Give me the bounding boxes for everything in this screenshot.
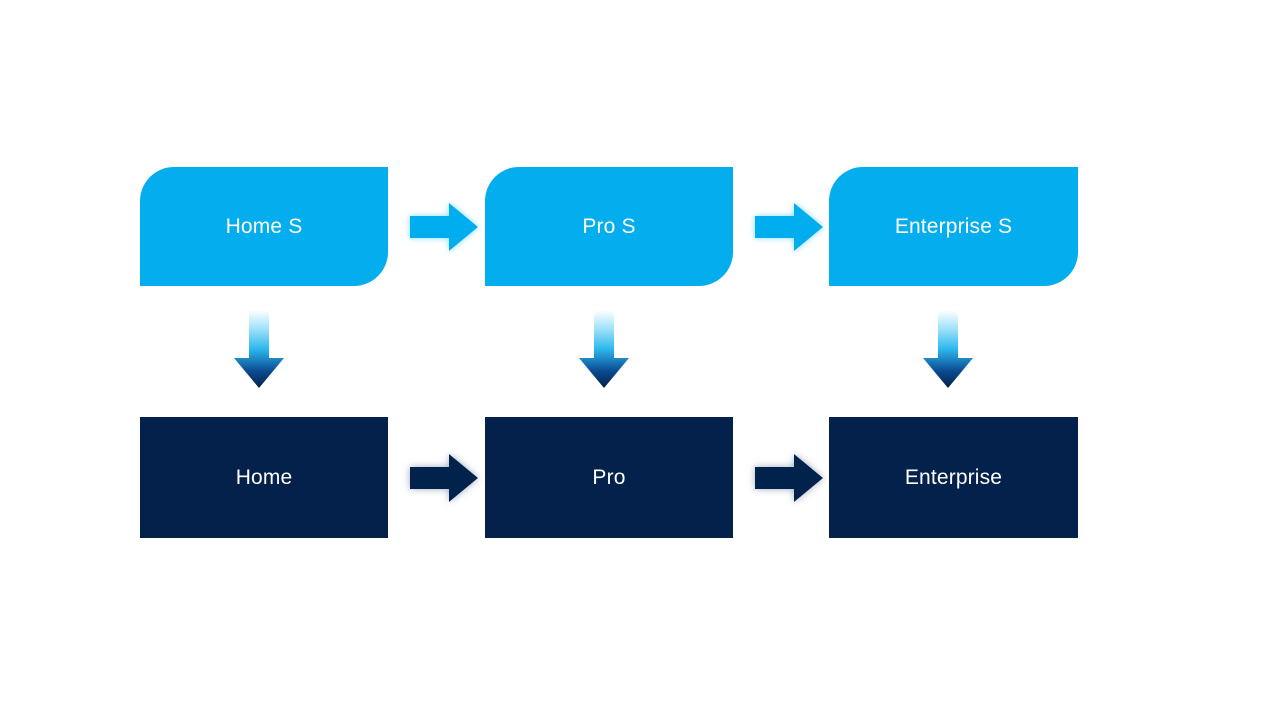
node-label-home: Home xyxy=(235,465,293,489)
node-label-enterprise-s: Enterprise S xyxy=(894,214,1013,238)
arrow-right-icon-pro-s-to-enterprise-s xyxy=(753,200,825,254)
arrow-right-icon-home-s-to-pro-s xyxy=(408,200,480,254)
node-home[interactable]: Home xyxy=(140,417,388,538)
node-label-home-s: Home S xyxy=(225,214,303,238)
node-enterprise[interactable]: Enterprise xyxy=(829,417,1078,538)
node-home-s[interactable]: Home S xyxy=(140,167,388,286)
node-label-pro-s: Pro S xyxy=(582,214,636,238)
node-enterprise-s[interactable]: Enterprise S xyxy=(829,167,1078,286)
arrow-right-icon-pro-to-enterprise xyxy=(753,451,825,505)
arrow-down-icon-enterprise-s-to-enterprise xyxy=(922,310,974,390)
arrow-down-icon-home-s-to-home xyxy=(233,310,285,390)
node-label-enterprise: Enterprise xyxy=(904,465,1003,489)
node-label-pro: Pro xyxy=(592,465,626,489)
node-pro[interactable]: Pro xyxy=(485,417,733,538)
arrow-right-icon-home-to-pro xyxy=(408,451,480,505)
arrow-down-icon-pro-s-to-pro xyxy=(578,310,630,390)
node-pro-s[interactable]: Pro S xyxy=(485,167,733,286)
